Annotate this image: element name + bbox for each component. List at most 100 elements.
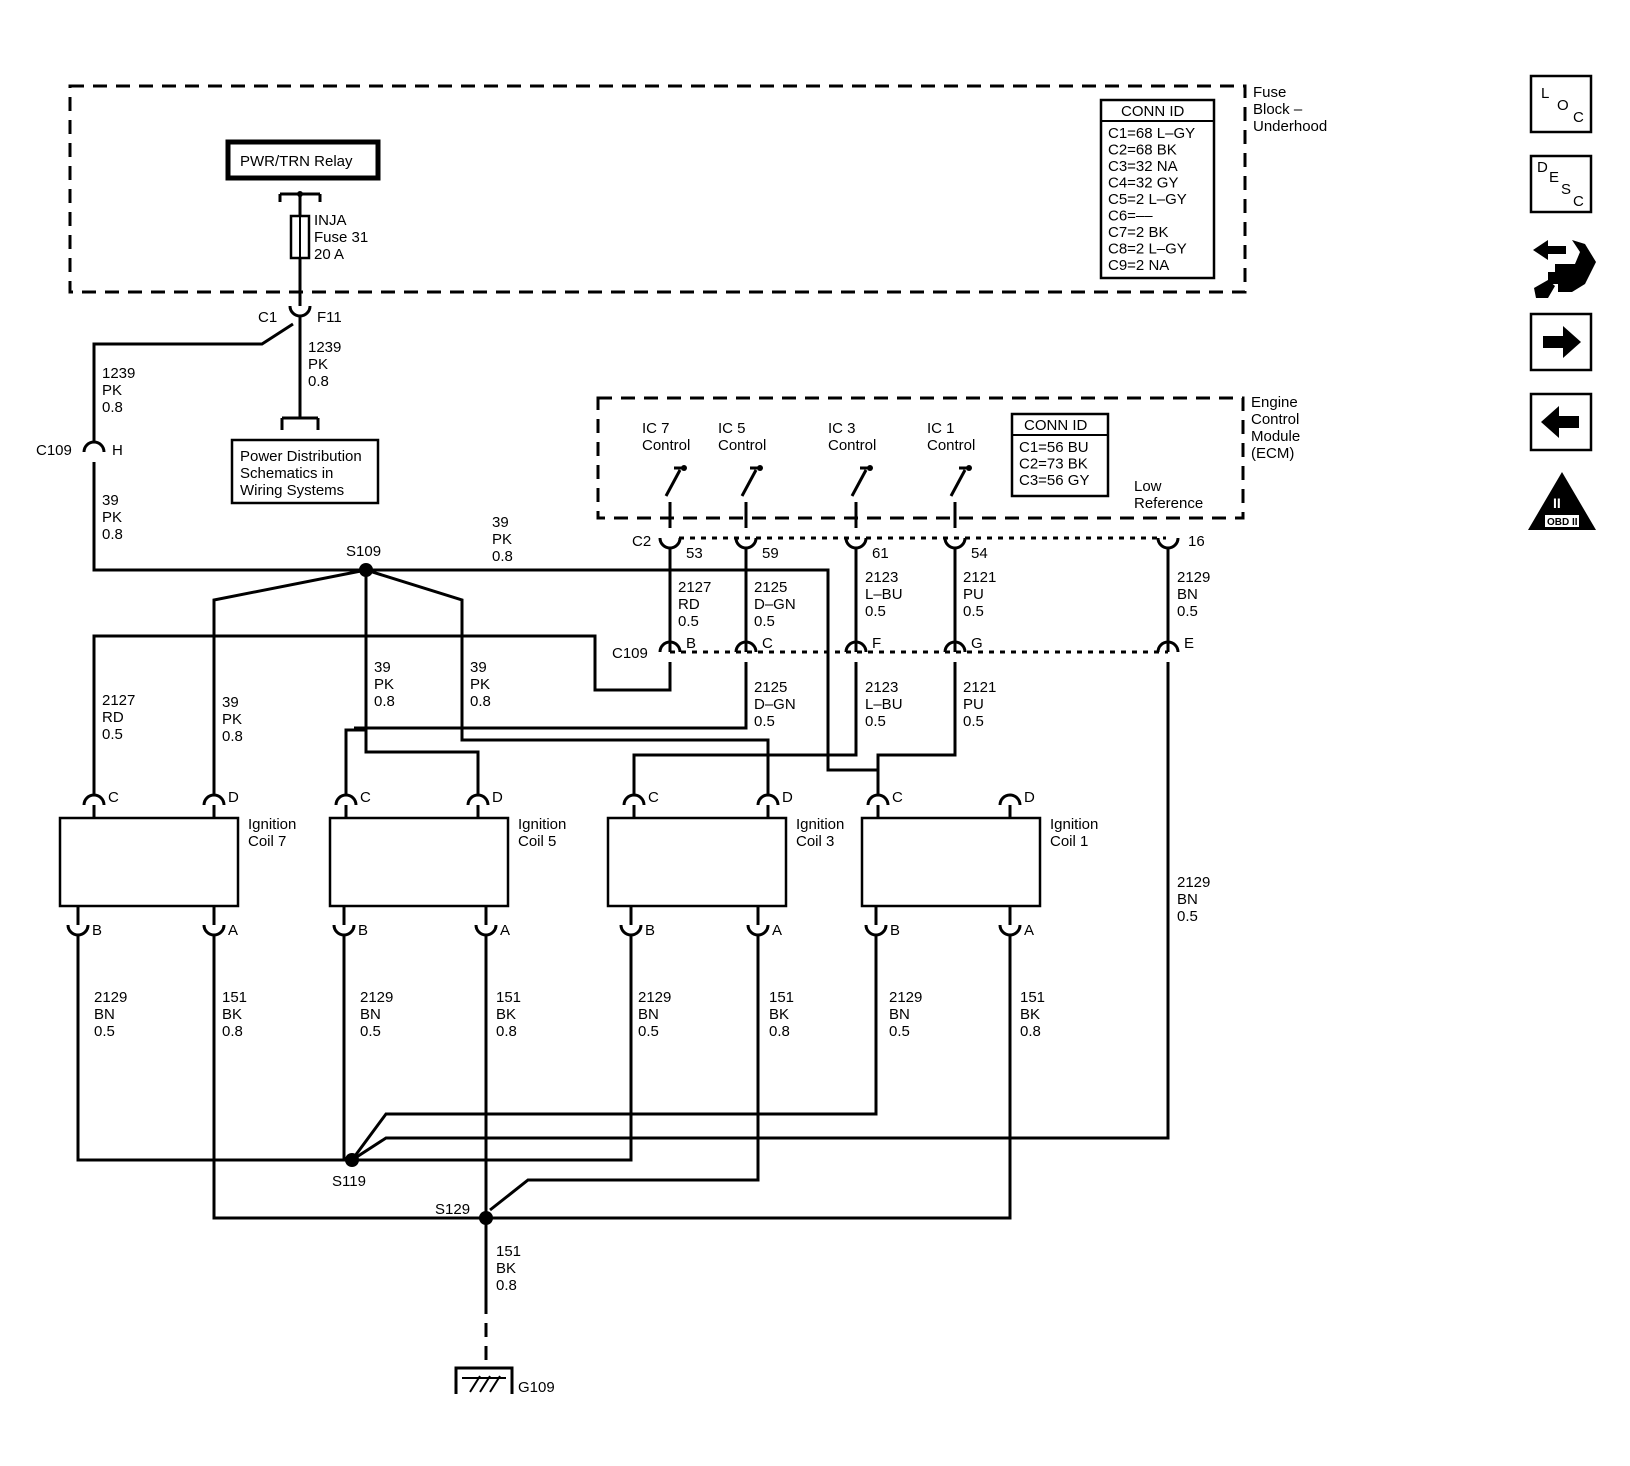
coil-label: Ignition xyxy=(248,816,296,833)
wire-label: 0.5 xyxy=(754,713,775,730)
nav-next-button[interactable] xyxy=(1529,312,1593,372)
wire-label: 0.5 xyxy=(678,613,699,630)
wire-label: 0.8 xyxy=(374,693,395,710)
wire-label: 0.8 xyxy=(308,373,329,390)
relay-label: PWR/TRN Relay xyxy=(240,153,353,170)
ground-g109: G109 xyxy=(454,1366,555,1396)
pin-label: A xyxy=(500,922,510,939)
wire-label: 2123 xyxy=(865,569,898,586)
splice-label: S119 xyxy=(332,1173,366,1190)
wire-label: 2129 xyxy=(1177,874,1210,891)
pin-label: C xyxy=(892,789,903,806)
pin-label: D xyxy=(228,789,239,806)
connector-tool-icon[interactable] xyxy=(1533,240,1596,298)
coil-label: Ignition xyxy=(796,816,844,833)
wire-label: RD xyxy=(678,596,700,613)
conn-id-row: C8=2 L–GY xyxy=(1108,241,1187,258)
coil-label: Ignition xyxy=(518,816,566,833)
wire-label: 0.5 xyxy=(963,713,984,730)
wire-label: BK xyxy=(496,1006,516,1023)
pin-label: D xyxy=(782,789,793,806)
conn-id-row: C1=56 BU xyxy=(1019,439,1089,456)
obd-text: OBD II xyxy=(1547,517,1578,528)
ecm-label: Engine xyxy=(1251,394,1298,411)
wire-label: 2123 xyxy=(865,679,898,696)
wire-label: L–BU xyxy=(865,586,903,603)
ecm-label: (ECM) xyxy=(1251,445,1294,462)
nav-loc-button[interactable]: L O C xyxy=(1529,74,1593,134)
nav-desc-button[interactable]: D E S C xyxy=(1529,154,1593,214)
wire-label: BN xyxy=(1177,586,1198,603)
conn-id-row: C7=2 BK xyxy=(1108,224,1168,241)
conn-id-header: CONN ID xyxy=(1121,103,1185,120)
wire-label: 2129 xyxy=(889,989,922,1006)
wire-label: 0.5 xyxy=(889,1023,910,1040)
wire-label: 151 xyxy=(1020,989,1045,1006)
wire-label: 0.8 xyxy=(1020,1023,1041,1040)
wire-label: 2127 xyxy=(102,692,135,709)
pwr-trn-relay: PWR/TRN Relay xyxy=(225,139,381,181)
fuse-label: INJA xyxy=(314,212,347,229)
wire-label: BN xyxy=(94,1006,115,1023)
wire-label: 2125 xyxy=(754,579,787,596)
wire-label: 39 xyxy=(102,492,119,509)
wire-label: PK xyxy=(102,509,122,526)
pin-label: D xyxy=(1024,789,1035,806)
wire-label: PK xyxy=(222,711,242,728)
wire-label: PK xyxy=(374,676,394,693)
wire-label: 0.8 xyxy=(496,1277,517,1294)
obd-ii-icon[interactable]: II OBD II xyxy=(1528,472,1596,530)
wire-label: BK xyxy=(1020,1006,1040,1023)
desc-letter: S xyxy=(1561,181,1571,198)
wire-label: 0.8 xyxy=(102,526,123,543)
splice-s119: S119 xyxy=(332,1153,366,1190)
connector-label: C1 xyxy=(258,309,277,326)
wire-label: 2129 xyxy=(360,989,393,1006)
pin-label: 16 xyxy=(1188,533,1205,550)
conn-id-row: C3=32 NA xyxy=(1108,158,1178,175)
pin-label: C xyxy=(762,635,773,652)
wire-label: 0.5 xyxy=(865,603,886,620)
conn-id-row: C3=56 GY xyxy=(1019,472,1089,489)
obd-numeral: II xyxy=(1553,495,1561,511)
pin-label: B xyxy=(686,635,696,652)
ecm-label: Control xyxy=(1251,411,1299,428)
wire-label: 0.5 xyxy=(1177,603,1198,620)
wire-label: 2121 xyxy=(963,679,996,696)
nav-prev-button[interactable] xyxy=(1529,392,1593,452)
conn-id-row: C6=–– xyxy=(1108,208,1153,225)
wire-label: 0.5 xyxy=(754,613,775,630)
pin-label: D xyxy=(492,789,503,806)
